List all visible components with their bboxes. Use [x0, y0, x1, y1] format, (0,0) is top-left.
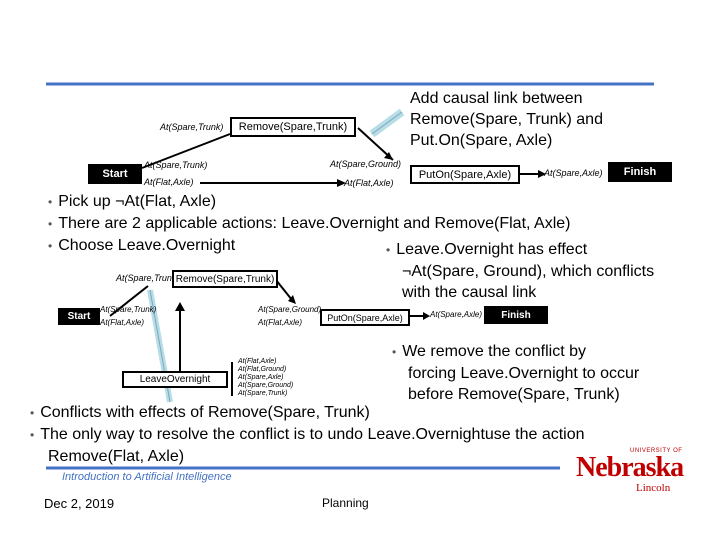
logo-city: Lincoln [636, 482, 671, 494]
d1-start-to-puton-arrowhead [337, 179, 346, 187]
d2-puton-effect: At(Spare,Axle) [430, 310, 483, 319]
d1-start-box: Start [88, 164, 142, 184]
callout-arrow-top-outline [371, 111, 403, 135]
d2-remove-to-puton-arrowhead [288, 295, 296, 304]
d1-puton-pre-2: At(Flat,Axle) [344, 178, 394, 188]
d2-leave-effect-2: At(Flat,Ground) [238, 366, 287, 373]
d2-leave-effect-3: At(Spare,Axle) [238, 374, 284, 381]
main-bullet-1: •Pick up ¬At(Flat, Axle) [48, 193, 217, 210]
main-bullet-3: •Choose Leave.Overnight [48, 237, 236, 254]
callout-remove-conflict: •We remove the conflict by forcing Leave… [392, 341, 639, 405]
logo-name: Nebraska [576, 452, 684, 483]
callout-causal-link: Add causal link between Remove(Spare, Tr… [410, 88, 603, 151]
callout-causal-line-1: Add causal link between [410, 90, 583, 107]
d2-leave-effects: At(Flat,Axle) At(Flat,Ground) At(Spare,A… [238, 358, 293, 398]
d1-start-effect-1: At(Spare,Trunk) [144, 160, 208, 170]
footer-date: Dec 2, 2019 [44, 496, 115, 511]
d1-puton-pre-1: At(Spare,Ground) [330, 159, 402, 169]
d2-puton-to-finish-arrowhead [423, 312, 430, 320]
callout-effect-line-2: ¬At(Spare, Ground), which conflicts [402, 263, 655, 280]
bottom-bullet-2-cont: Remove(Flat, Axle) [48, 448, 185, 465]
d2-start-box: Start [58, 308, 100, 325]
main-bullet-list: •Pick up ¬At(Flat, Axle) •There are 2 ap… [48, 191, 570, 257]
d2-puton-pre-1: At(Spare,Ground) [258, 305, 322, 314]
callout-effect: •Leave.Overnight has effect ¬At(Spare, G… [386, 239, 654, 303]
d1-remove-to-puton-arrowhead [384, 152, 393, 160]
callout-remove-line-1: •We remove the conflict by [392, 343, 586, 360]
callout-causal-line-3: Put.On(Spare, Axle) [410, 132, 553, 149]
d2-leave-overnight-box: LeaveOvernight [122, 371, 228, 388]
d1-remove-spare-trunk-box: Remove(Spare,Trunk) [230, 117, 356, 137]
d1-start-effect-2: At(Flat,Axle) [144, 177, 194, 187]
logo-university: UNIVERSITY OF [630, 448, 683, 454]
d2-remove-to-puton-arrow [275, 279, 293, 301]
bottom-bullet-list: •Conflicts with effects of Remove(Spare,… [30, 402, 585, 467]
d1-finish-box: Finish [608, 162, 672, 182]
bottom-bullet-2: •The only way to resolve the conflict is… [30, 426, 585, 443]
d2-remove-spare-trunk-box: Remove(Spare,Trunk) [172, 270, 278, 288]
footer-course: Introduction to Artificial Intelligence [62, 471, 232, 483]
d2-leave-effect-5: At(Spare,Trunk) [238, 390, 288, 397]
d2-leave-effect-4: At(Spare,Ground) [238, 382, 294, 389]
d1-start-to-remove-arrow [141, 133, 231, 169]
bottom-bullet-1: •Conflicts with effects of Remove(Spare,… [30, 404, 370, 421]
d1-remove-precondition: At(Spare,Trunk) [160, 122, 224, 132]
d2-finish-box: Finish [484, 306, 548, 324]
d2-start-effect-2: At(Flat,Axle) [100, 318, 145, 327]
d2-leave-effect-1: At(Flat,Axle) [238, 358, 277, 365]
callout-effect-line-1: •Leave.Overnight has effect [386, 241, 588, 258]
d2-start-to-remove-arrow [109, 285, 149, 317]
d1-puton-effect: At(Spare,Axle) [544, 168, 603, 178]
callout-causal-line-2: Remove(Spare, Trunk) and [410, 111, 603, 128]
d2-leave-to-remove-arrowhead [175, 302, 185, 311]
footer-topic: Planning [322, 496, 369, 510]
nebraska-logo: UNIVERSITY OF Nebraska Lincoln [574, 448, 684, 498]
callout-effect-line-3: with the causal link [402, 284, 537, 301]
d2-puton-spare-axle-box: PutOn(Spare,Axle) [320, 309, 410, 326]
d2-remove-precondition: At(Spare,Trunk) [116, 273, 180, 283]
d1-puton-to-finish-arrowhead [538, 170, 546, 178]
d2-puton-pre-2: At(Flat,Axle) [258, 318, 303, 327]
callout-remove-line-3: before Remove(Spare, Trunk) [408, 386, 620, 403]
d2-start-effect-1: At(Spare,Trunk) [100, 305, 157, 314]
callout-remove-line-2: forcing Leave.Overnight to occur [408, 365, 640, 382]
d1-puton-spare-axle-box: PutOn(Spare,Axle) [410, 165, 520, 184]
main-bullet-2: •There are 2 applicable actions: Leave.O… [48, 215, 571, 232]
